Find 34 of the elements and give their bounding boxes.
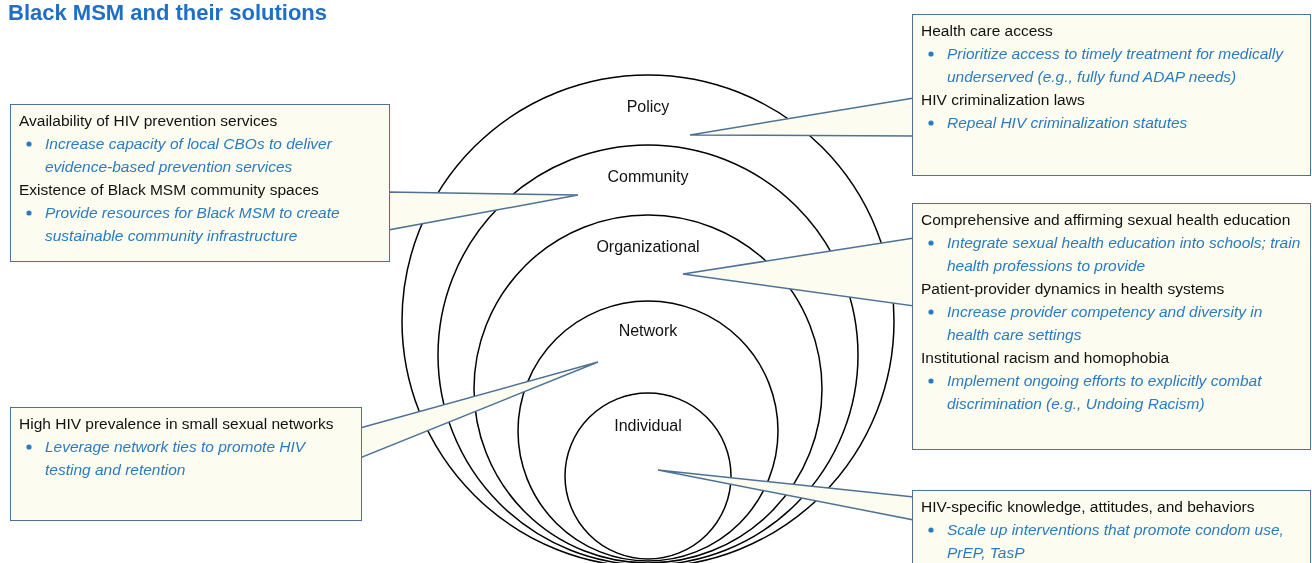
callout-box xyxy=(10,407,362,521)
solution-item: Leverage network ties to promote HIV testing and retention xyxy=(45,437,307,480)
solution-item: Provide resources for Black MSM to create sustainable community infrastructure xyxy=(45,203,341,246)
callout-box xyxy=(912,14,1311,176)
solution-item: Increase capacity of local CBOs to deliver evidence-based prevention services xyxy=(45,134,334,177)
solution-item: Integrate sexual health education into schools; train health professions to provide xyxy=(947,233,1302,276)
factor-heading: Existence of Black MSM community spaces xyxy=(19,180,320,200)
callout-pointer xyxy=(682,237,915,307)
factor-heading: HIV-specific knowledge, attitudes, and behaviors xyxy=(921,497,1256,517)
factor-heading: Patient-provider dynamics in health systems xyxy=(921,279,1226,299)
factor-heading: Health care access xyxy=(921,21,1054,41)
callout-pointer xyxy=(387,191,579,231)
level-label: Community xyxy=(607,168,689,186)
factor-heading: Institutional racism and homophobia xyxy=(921,348,1171,368)
diagram-title: Black MSM and their solutions xyxy=(8,0,328,26)
callout-box xyxy=(912,490,1311,563)
callout-pointer xyxy=(657,469,915,521)
callout-box xyxy=(912,203,1311,450)
level-label: Policy xyxy=(626,98,670,116)
factor-heading: High HIV prevalence in small sexual networks xyxy=(19,414,335,434)
callout-pointer xyxy=(359,361,599,460)
level-label: Individual xyxy=(614,417,682,435)
solution-item: Increase provider competency and diversity in health care settings xyxy=(947,302,1264,345)
callout-pointer xyxy=(689,97,915,137)
factor-heading: Comprehensive and affirming sexual health education xyxy=(921,210,1292,230)
solution-item: Implement ongoing efforts to explicitly combat discrimination (e.g., Undoing Racism) xyxy=(947,371,1263,414)
factor-heading: Availability of HIV prevention services xyxy=(19,111,279,131)
solution-item: Repeal HIV criminalization statutes xyxy=(947,113,1189,133)
level-label: Organizational xyxy=(596,238,700,256)
level-label: Network xyxy=(618,322,678,340)
factor-heading: HIV criminalization laws xyxy=(921,90,1086,110)
solution-item: Scale up interventions that promote condom use, PrEP, TasP xyxy=(947,520,1285,563)
solution-item: Prioritize access to timely treatment for medically underserved (e.g., fully fund ADAP needs) xyxy=(947,44,1285,87)
callout-box xyxy=(10,104,390,262)
